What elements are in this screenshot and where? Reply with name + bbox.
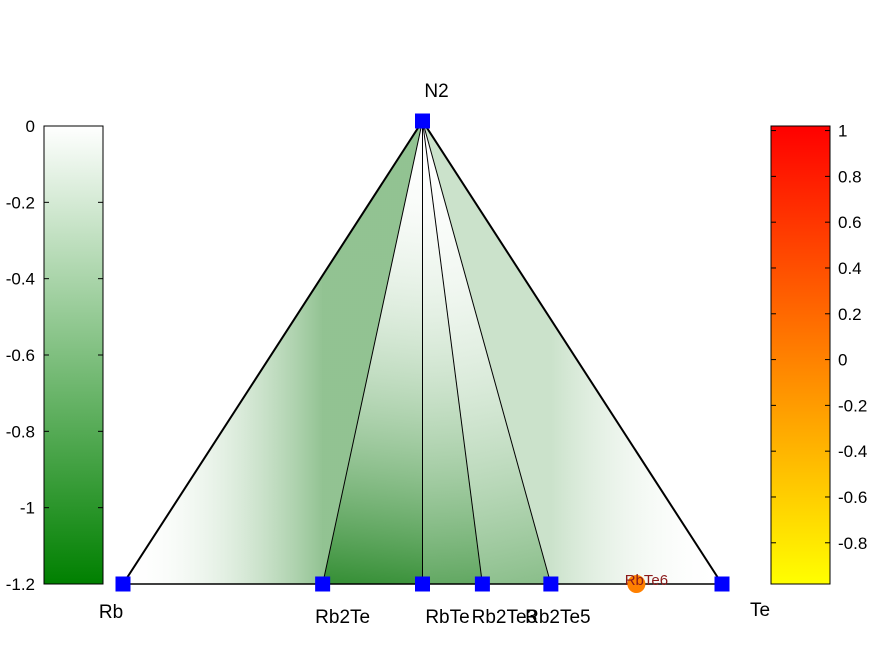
rightbar-scale	[770, 125, 831, 585]
rightbar-label-1: 1	[838, 122, 847, 141]
leftbar-label--0-8: -0.8	[6, 422, 35, 441]
rightbar-label--0-2: -0.2	[838, 396, 867, 415]
marker-rbte6	[627, 575, 646, 593]
leftbar-label--0-4: -0.4	[6, 270, 35, 289]
rightbar-label-0-6: 0.6	[838, 213, 862, 232]
marker-rbte	[415, 576, 430, 592]
leftbar-label-0: 0	[26, 117, 35, 136]
rightbar-label-0-4: 0.4	[838, 259, 862, 278]
label-rbte: RbTe	[425, 607, 469, 628]
leftbar-label--1: -1	[20, 499, 35, 518]
leftbar-scale	[43, 125, 104, 585]
leftbar-label--0-2: -0.2	[6, 193, 35, 212]
label-rb2te3: Rb2Te3	[472, 607, 538, 628]
tie-line-rb2te	[322, 120, 423, 585]
rightbar-label--0-8: -0.8	[838, 534, 867, 553]
right-colorbar: 1 0.8 0.6 0.4 0.2 0 -0.2 -0.4 -0.6 -0.8	[770, 122, 867, 585]
marker-rb	[115, 576, 131, 592]
rightbar-label-0-8: 0.8	[838, 167, 862, 186]
tie-line-rb2te3	[422, 120, 483, 585]
marker-rb2te5	[543, 576, 559, 592]
rightbar-label--0-4: -0.4	[838, 442, 867, 461]
phase-markers	[115, 113, 730, 593]
label-rbte6: RbTe6	[625, 572, 668, 589]
left-colorbar: 0 -0.2 -0.4 -0.6 -0.8 -1 -1.2	[6, 117, 104, 594]
marker-n2	[415, 113, 430, 129]
tie-line-rb2te5	[422, 120, 552, 585]
label-rb2te5: Rb2Te5	[525, 607, 591, 628]
label-n2: N2	[424, 81, 448, 102]
rightbar-label-0: 0	[838, 351, 847, 370]
rightbar-label-0-2: 0.2	[838, 305, 862, 324]
marker-te	[714, 576, 730, 592]
tie-lines	[122, 120, 723, 585]
rightbar-label--0-6: -0.6	[838, 488, 867, 507]
leftbar-label--0-6: -0.6	[6, 346, 35, 365]
marker-rb2te3	[474, 576, 490, 592]
label-te: Te	[750, 600, 770, 621]
edge-left	[122, 120, 424, 585]
label-rb: Rb	[99, 602, 123, 623]
edge-right	[421, 120, 723, 585]
label-rb2te: Rb2Te	[315, 607, 370, 628]
marker-rb2te	[315, 576, 331, 592]
leftbar-label--1-2: -1.2	[6, 575, 35, 594]
